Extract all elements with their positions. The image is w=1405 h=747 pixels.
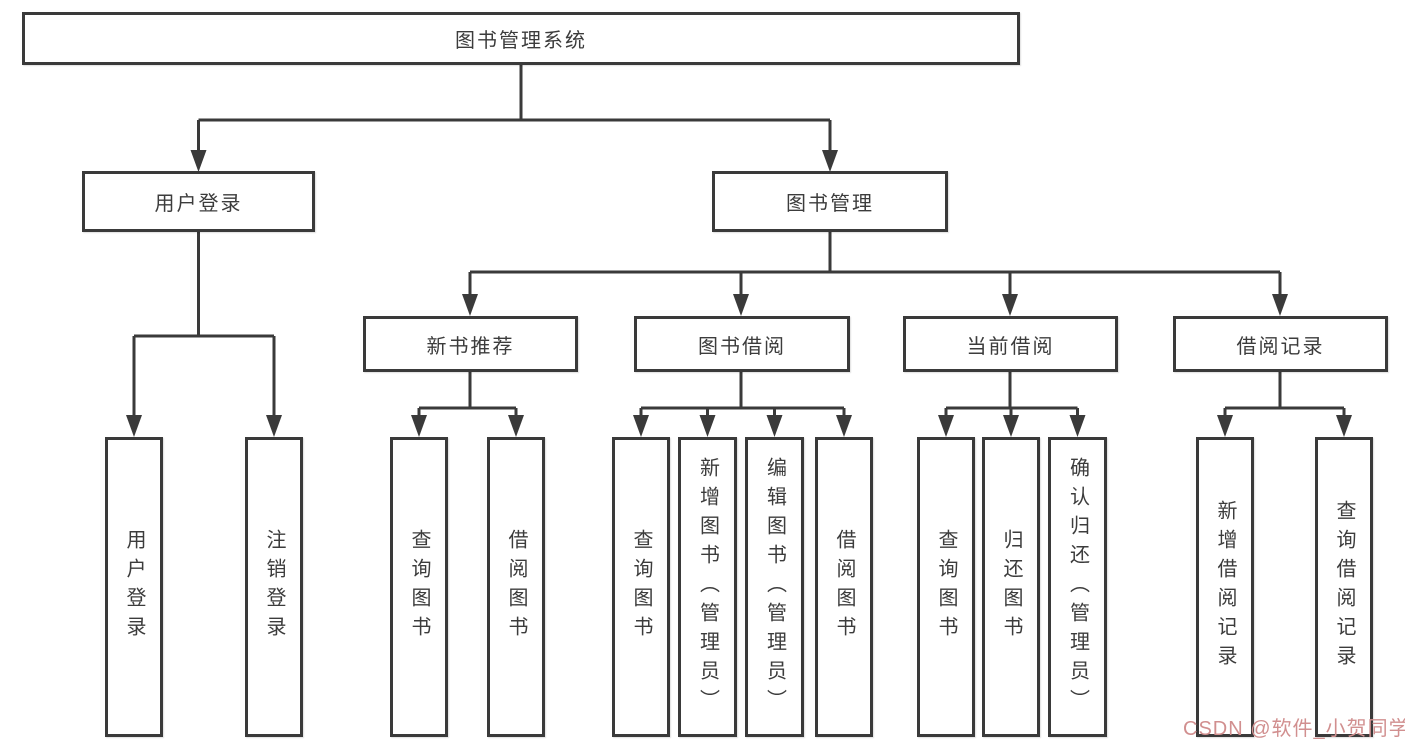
node-book-mgmt: 图书管理 (712, 171, 948, 232)
node-bb-edit-books-admin: 编辑图书（管理员） (745, 437, 804, 737)
arrow-down-icon (411, 415, 427, 437)
node-new-book-rec: 新书推荐 (363, 316, 578, 372)
node-root: 图书管理系统 (22, 12, 1020, 65)
arrow-down-icon (266, 415, 282, 437)
arrow-down-icon (633, 415, 649, 437)
arrow-down-icon (1069, 415, 1086, 437)
arrow-down-icon (1002, 294, 1018, 316)
node-cb-query-books: 查询图书 (917, 437, 975, 737)
arrow-down-icon (836, 415, 852, 437)
arrow-down-icon (190, 150, 207, 172)
branch-new-book (411, 372, 524, 437)
node-br-add-record: 新增借阅记录 (1196, 437, 1254, 737)
node-cb-return-books: 归还图书 (982, 437, 1040, 737)
node-book-borrow: 图书借阅 (634, 316, 850, 372)
branch-book-mgmt (462, 232, 1288, 316)
node-user-login: 用户登录 (105, 437, 163, 737)
branch-current-borrow (938, 372, 1086, 437)
arrow-down-icon (508, 415, 524, 437)
arrow-down-icon (733, 294, 749, 316)
branch-borrow-records (1217, 372, 1352, 437)
node-nb-borrow-books: 借阅图书 (487, 437, 545, 737)
arrow-down-icon (699, 415, 716, 437)
arrow-down-icon (1336, 415, 1352, 437)
branch-user-login (126, 232, 282, 437)
branch-book-borrow (633, 372, 852, 437)
arrow-down-icon (822, 150, 838, 172)
node-current-borrow: 当前借阅 (903, 316, 1118, 372)
branch-root (190, 65, 838, 172)
node-cb-confirm-return-admin: 确认归还（管理员） (1048, 437, 1107, 737)
node-bb-borrow-books: 借阅图书 (815, 437, 873, 737)
arrow-down-icon (126, 415, 142, 437)
arrow-down-icon (938, 415, 954, 437)
node-nb-query-books: 查询图书 (390, 437, 448, 737)
node-borrow-records: 借阅记录 (1173, 316, 1388, 372)
arrow-down-icon (462, 294, 478, 316)
node-logout: 注销登录 (245, 437, 303, 737)
node-br-query-record: 查询借阅记录 (1315, 437, 1373, 737)
node-bb-add-books-admin: 新增图书（管理员） (678, 437, 737, 737)
arrow-down-icon (1003, 415, 1019, 437)
node-bb-query-books: 查询图书 (612, 437, 670, 737)
arrow-down-icon (1217, 415, 1233, 437)
arrow-down-icon (1272, 294, 1288, 316)
node-user-login-group: 用户登录 (82, 171, 315, 232)
arrow-down-icon (766, 415, 783, 437)
csdn-watermark: CSDN @软件_小贺同学 (1183, 718, 1405, 740)
